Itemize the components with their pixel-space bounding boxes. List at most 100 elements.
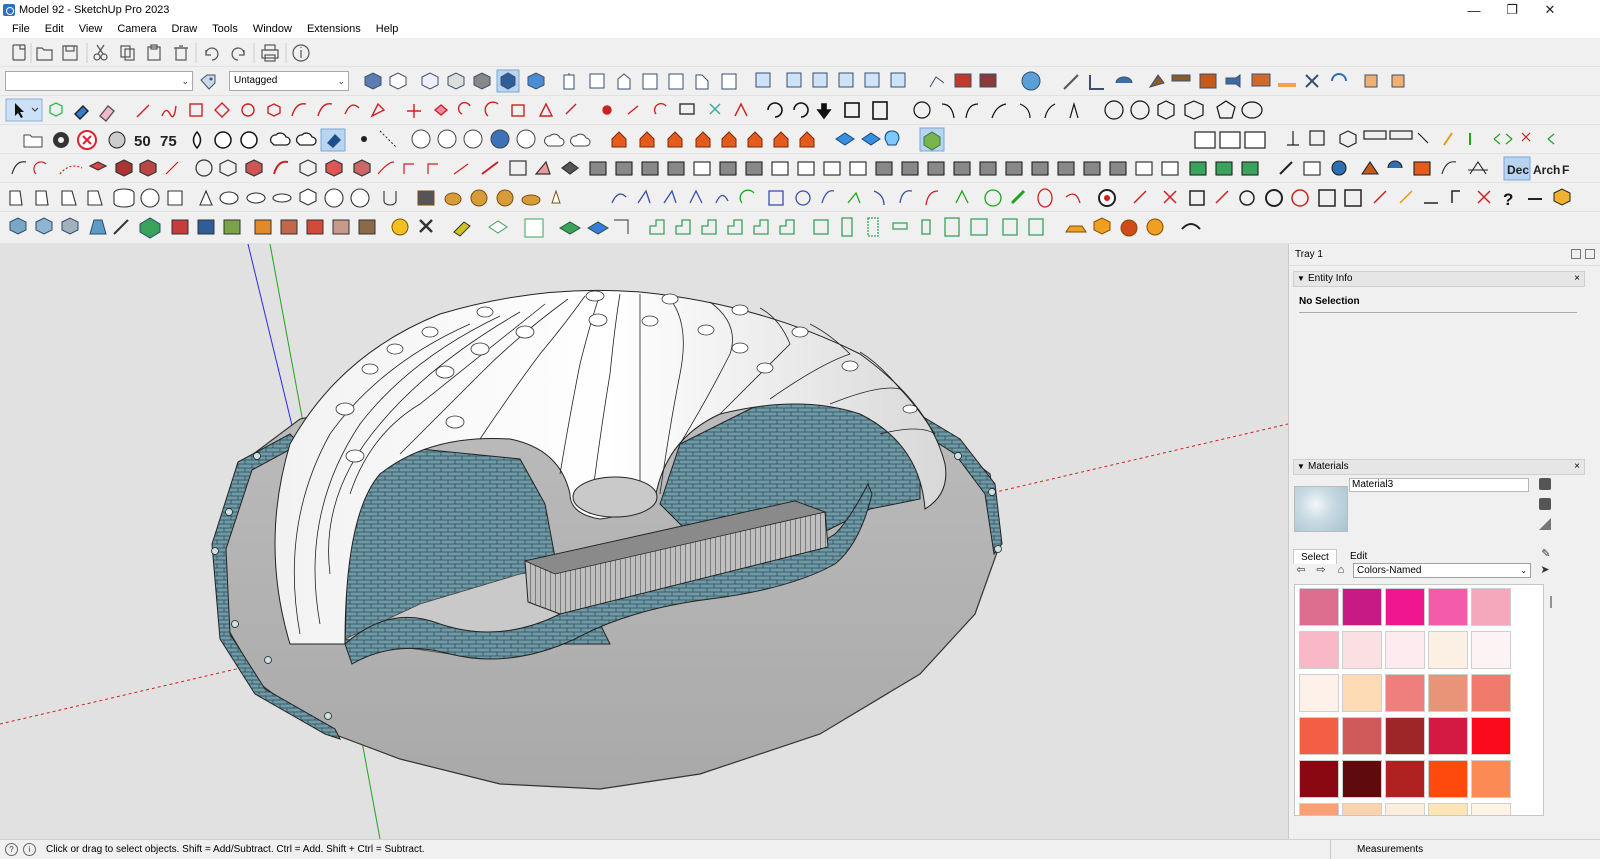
tool-r5-55-icon[interactable]	[1441, 161, 1457, 175]
tool-r5-20-icon[interactable]	[509, 160, 527, 176]
measurements-box[interactable]: Measurements	[1330, 840, 1600, 859]
sample-paint-icon[interactable]	[1539, 518, 1551, 530]
push-pull-icon[interactable]	[433, 104, 449, 116]
rect-b-icon[interactable]	[768, 190, 784, 206]
tool-r5-50-icon[interactable]	[1303, 161, 1321, 176]
curve-tool-6-icon[interactable]	[1069, 101, 1079, 119]
dec-button[interactable]	[1503, 156, 1531, 181]
building-1-icon[interactable]	[611, 131, 627, 148]
solid-2-icon[interactable]	[35, 190, 49, 206]
tool-r5-41-icon[interactable]	[1057, 161, 1075, 176]
frame-5-icon[interactable]	[921, 219, 931, 235]
material-swatch[interactable]	[1428, 717, 1468, 755]
add-detail-icon[interactable]	[1115, 76, 1133, 84]
settings-tool-icon[interactable]	[913, 101, 931, 119]
point-icon[interactable]	[361, 136, 367, 142]
tool-r5-6-icon[interactable]	[139, 159, 157, 177]
frame-9-icon[interactable]	[1028, 218, 1044, 236]
material-swatch[interactable]	[1471, 760, 1511, 798]
lightbulb-icon[interactable]	[884, 130, 900, 146]
ellipse-b-icon[interactable]	[1037, 188, 1053, 208]
red-tool-7-icon[interactable]	[1318, 189, 1336, 207]
move-tool-icon[interactable]	[407, 104, 421, 118]
shape-pentagon-icon[interactable]	[1216, 100, 1236, 119]
shape-hex-icon[interactable]	[1157, 100, 1175, 120]
render-1-icon[interactable]	[417, 190, 435, 206]
iso-view-icon[interactable]	[563, 73, 575, 90]
display-section-planes-icon[interactable]	[786, 72, 802, 88]
striped-circle-icon[interactable]	[240, 131, 258, 149]
style-box-3-icon[interactable]	[61, 217, 79, 235]
paint-bucket-icon[interactable]	[74, 105, 89, 120]
entity-info-header[interactable]: ▼ Entity Info ×	[1293, 271, 1585, 287]
extra-tool-1-icon[interactable]	[1364, 74, 1378, 88]
tag-tool-icon[interactable]	[198, 72, 218, 92]
swatch-scrollbar[interactable]	[1546, 584, 1556, 816]
materials-header[interactable]: ▼ Materials ×	[1293, 459, 1585, 475]
tool-r5-18-icon[interactable]	[453, 163, 469, 175]
menu-view[interactable]: View	[78, 23, 103, 35]
green-layers-icon[interactable]	[559, 221, 581, 235]
orbit-icon[interactable]	[767, 102, 783, 118]
stair-4-icon[interactable]	[727, 219, 743, 235]
tool-r5-29-icon[interactable]	[745, 161, 763, 176]
drape-icon[interactable]	[1089, 75, 1104, 90]
question-icon[interactable]: ?	[1503, 190, 1513, 209]
material-swatch[interactable]	[1471, 588, 1511, 626]
tool-r5-17-icon[interactable]	[427, 163, 438, 174]
solid-4-icon[interactable]	[87, 190, 103, 206]
curve-b-8-icon[interactable]	[873, 190, 885, 206]
tool-r5-22-icon[interactable]	[561, 161, 579, 175]
stone-1-icon[interactable]	[171, 219, 189, 235]
model-viewport[interactable]	[0, 244, 1288, 839]
close-icon[interactable]: ✕	[1544, 2, 1556, 17]
material-swatch[interactable]	[1428, 803, 1468, 815]
tool-r5-19-icon[interactable]	[481, 161, 499, 175]
zoom-extents-icon[interactable]	[872, 101, 888, 120]
back-arrow-icon[interactable]: ⇦	[1296, 564, 1306, 576]
style-box-2-icon[interactable]	[35, 217, 53, 235]
tool-r5-24-icon[interactable]	[615, 161, 633, 176]
curve-b-3-icon[interactable]	[663, 189, 677, 204]
stone-7-icon[interactable]	[332, 219, 350, 235]
dim-1-icon[interactable]	[1287, 131, 1299, 146]
stone-4-icon[interactable]	[254, 219, 272, 235]
u-shape-icon[interactable]	[383, 191, 397, 206]
xray-style-icon[interactable]	[364, 72, 382, 90]
ribbed-dome-shell[interactable]	[274, 289, 947, 645]
hidden-line-style-icon[interactable]	[447, 72, 465, 90]
zoom-window-icon[interactable]	[844, 102, 860, 118]
material-swatch[interactable]	[1428, 760, 1468, 798]
section-plane-icon[interactable]	[755, 72, 771, 88]
select-arrow-icon[interactable]	[15, 103, 24, 118]
sphere-2-icon[interactable]	[350, 188, 370, 208]
display-section-cuts-icon[interactable]	[812, 72, 828, 88]
red-tool-6-icon[interactable]	[1291, 189, 1309, 207]
rectangle-tool-icon[interactable]	[189, 103, 203, 117]
rotate-tool-icon[interactable]	[1331, 73, 1347, 82]
smoove-icon[interactable]	[1021, 71, 1041, 91]
curve-tool-1-icon[interactable]	[941, 103, 955, 119]
back-edges-style-icon[interactable]	[389, 72, 407, 90]
two-point-arc-icon[interactable]	[317, 103, 333, 117]
component-icon[interactable]	[49, 102, 63, 117]
orange-tool-2-icon[interactable]	[1093, 217, 1111, 235]
tool-r5-27-icon[interactable]	[693, 161, 711, 176]
tool-r5-33-icon[interactable]	[849, 161, 867, 176]
section-fill-icon[interactable]	[838, 72, 854, 88]
tool-r5-5-icon[interactable]	[115, 159, 133, 177]
stone-5-icon[interactable]	[280, 219, 298, 235]
frame-4-icon[interactable]	[892, 222, 908, 230]
tool-r5-34-icon[interactable]	[875, 161, 893, 176]
open-folder-icon[interactable]	[36, 47, 53, 61]
tool-r5-31-icon[interactable]	[797, 161, 815, 176]
tool-r5-1-icon[interactable]	[11, 161, 27, 175]
arc-tool-r7-icon[interactable]	[1181, 223, 1201, 230]
wrench-icon[interactable]	[1010, 189, 1026, 205]
cloud-4-icon[interactable]	[570, 133, 591, 147]
sphere-1-icon[interactable]	[140, 188, 160, 208]
blue-layers-icon[interactable]	[587, 221, 609, 235]
chevron-down-icon[interactable]	[31, 107, 39, 112]
forward-arrow-icon[interactable]: ⇨	[1316, 564, 1326, 576]
curve-b-9-icon[interactable]	[899, 190, 913, 204]
